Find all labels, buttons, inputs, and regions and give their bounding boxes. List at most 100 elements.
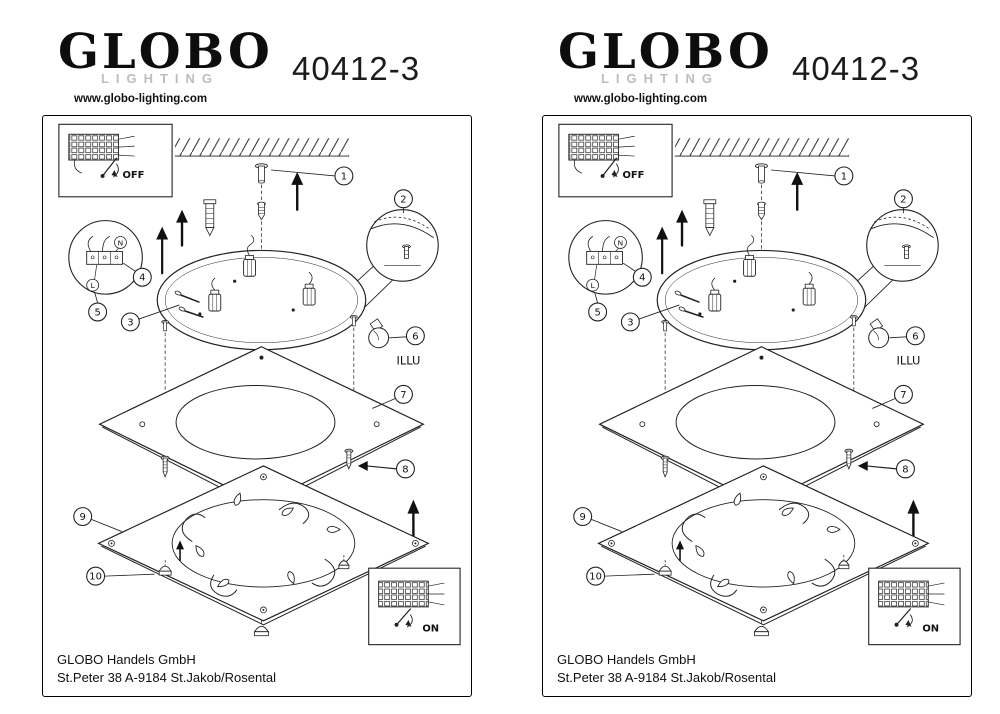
callout-4: 4 [639,273,645,284]
canopy-screws [174,290,204,318]
terminal-l-label: L [591,281,596,290]
rim-bolt [661,315,858,332]
company-name: GLOBO Handels GmbH [57,651,196,667]
switch-off-inset: OFF [58,123,173,198]
brand-logo: GLOBO [58,24,273,80]
terminal-n-label: N [618,238,624,247]
switch-on-label: ON [422,624,439,635]
ceiling-canopy [656,235,867,351]
callout-6: 6 [912,331,918,342]
canopy-screws [674,290,704,318]
detail-magnifier [340,209,439,310]
teardrop-ornament [195,492,341,588]
mounting-screw [755,163,768,184]
arrow-up-icon [676,540,685,562]
lamp-socket [208,277,222,312]
lamp-socket [802,271,816,306]
callout-1: 1 [341,171,347,182]
assembly-diagram: N L [558,123,961,646]
brand-website: www.globo-lighting.com [74,93,208,105]
switch-on-inset: ON [368,567,461,646]
standoff-screw [660,455,670,478]
diagram-frame: N L [42,115,472,697]
standoff-screw [844,448,854,470]
manufacturer-footer: GLOBO Handels GmbH St.Peter 38 A-9184 St… [557,651,776,687]
callout-5: 5 [594,307,600,318]
terminal-n-label: N [118,238,124,247]
wall-anchor [703,199,717,237]
brand-subtitle: LIGHTING [100,71,220,86]
callouts: 1 2 3 4 5 6 [573,166,925,586]
callout-9: 9 [580,512,586,523]
cap-nut [158,554,350,637]
switch-off-inset: OFF [558,123,673,198]
ceiling-canopy [156,235,367,351]
assembly-diagram: N L [58,123,461,646]
panel-header: GLOBO LIGHTING www.globo-lighting.com 40… [500,26,1000,116]
corner-fastener [608,473,919,614]
callout-10: 10 [589,572,602,583]
brand-logo: GLOBO [558,24,773,80]
lamp-socket [708,277,722,312]
glass-plate-decor [97,465,430,626]
switch-off-label: OFF [122,170,144,181]
panel-header: GLOBO LIGHTING www.globo-lighting.com 40… [0,26,500,116]
callout-2: 2 [900,194,906,205]
arrow-up-icon [156,226,169,275]
rim-bolt [161,315,358,332]
callout-4: 4 [139,273,145,284]
illu-label: ILLU [397,354,421,368]
cap-nut [658,554,850,637]
company-address: St.Peter 38 A-9184 St.Jakob/Rosental [57,669,276,685]
callout-2: 2 [400,194,406,205]
callout-7: 7 [900,390,906,401]
ceiling-hatch [174,138,350,157]
ceiling-hatch [674,138,850,157]
wall-anchor [203,199,217,237]
glass-plate-top [98,346,425,510]
callout-7: 7 [400,390,406,401]
company-address: St.Peter 38 A-9184 St.Jakob/Rosental [557,669,776,685]
switch-on-inset: ON [868,567,961,646]
wiring-detail: N L [568,220,643,295]
corner-fastener [108,473,419,614]
switch-off-label: OFF [622,170,644,181]
callout-1: 1 [841,171,847,182]
arrow-up-icon [656,226,669,275]
arrow-up-icon [176,209,188,247]
lamp-socket [243,235,256,277]
small-screw [757,201,766,221]
callout-10: 10 [89,572,102,583]
arrow-up-icon [676,209,688,247]
switch-on-label: ON [922,624,939,635]
teardrop-ornament [695,492,841,588]
arrow-up-icon [791,171,804,211]
brand-block: GLOBO LIGHTING www.globo-lighting.com [558,24,773,105]
arrow-up-icon [291,171,304,211]
callout-9: 9 [80,512,86,523]
model-number: 40412-3 [292,50,421,87]
standoff-screw [344,448,354,470]
callout-8: 8 [902,464,908,475]
callout-3: 3 [127,317,133,328]
model-number: 40412-3 [792,50,921,87]
light-bulb [868,318,890,349]
small-screw [257,201,266,221]
terminal-l-label: L [91,281,96,290]
brand-subtitle: LIGHTING [600,71,720,86]
lamp-socket [743,235,756,277]
callout-8: 8 [402,464,408,475]
company-name: GLOBO Handels GmbH [557,651,696,667]
manufacturer-footer: GLOBO Handels GmbH St.Peter 38 A-9184 St… [57,651,276,687]
callout-5: 5 [94,307,100,318]
mounting-screw [255,163,268,184]
wiring-detail: N L [68,220,143,295]
illu-label: ILLU [897,354,921,368]
standoff-screw [160,455,170,478]
callout-3: 3 [627,317,633,328]
detail-magnifier [840,209,939,310]
brand-website: www.globo-lighting.com [574,93,708,105]
brand-block: GLOBO LIGHTING www.globo-lighting.com [58,24,273,105]
callout-6: 6 [412,331,418,342]
arrow-up-icon [176,540,185,562]
